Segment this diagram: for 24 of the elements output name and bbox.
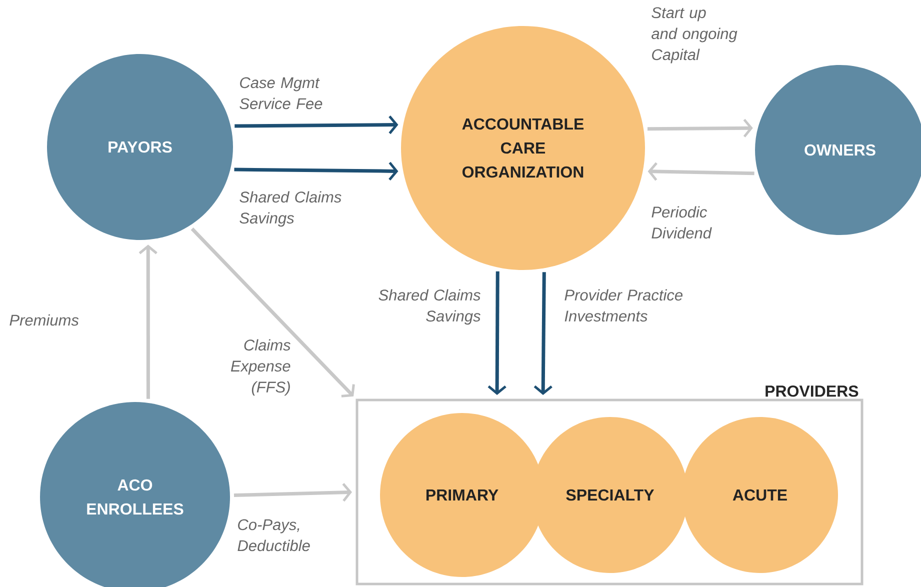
arrow xyxy=(648,162,754,181)
arrow xyxy=(138,244,158,399)
edge-label: Case Mgmt Service Fee xyxy=(240,77,322,110)
circle-node: SPECIALTY xyxy=(532,417,688,573)
edge-label: Shared Claims Savings xyxy=(240,191,342,227)
circle-node: PRIMARY xyxy=(380,413,544,577)
arrow xyxy=(648,118,753,138)
edge-label: Provider Practice Investments xyxy=(564,289,682,322)
edge-label: Co-Pays, Deductible xyxy=(238,519,310,552)
edge-label: Periodic Dividend xyxy=(652,206,712,239)
arrow xyxy=(488,271,506,395)
edge-label: Premiums xyxy=(10,314,79,326)
node-label: PROVIDERS xyxy=(766,385,858,397)
circle-node: ACCOUNTABLE CARE ORGANIZATION xyxy=(401,26,645,270)
edge-label: Start up and ongoing Capital xyxy=(652,7,738,64)
arrow xyxy=(234,116,398,134)
arrow xyxy=(190,228,355,398)
arrow xyxy=(234,162,398,180)
arrow xyxy=(234,483,352,502)
circle-node: ACUTE xyxy=(682,417,838,573)
circle-node: PAYORS xyxy=(47,54,233,240)
edge-label: Claims Expense (FFS) xyxy=(230,339,290,396)
arrow xyxy=(534,272,552,395)
edge-label: Shared Claims Savings xyxy=(378,289,480,325)
